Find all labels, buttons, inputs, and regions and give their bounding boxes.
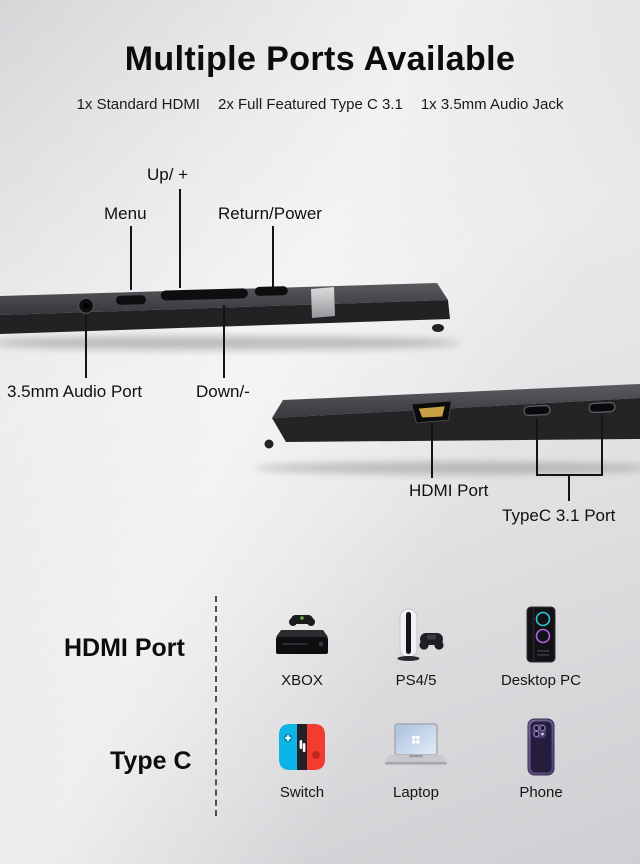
typec-stem-line bbox=[568, 474, 570, 501]
hdmi-port-label: HDMI Port bbox=[409, 481, 489, 500]
menu-label: Menu bbox=[104, 204, 147, 223]
monitor-port-edge-photo bbox=[255, 384, 640, 474]
audio-callout-line bbox=[85, 315, 87, 378]
up-label: Up/ + bbox=[147, 165, 189, 184]
return-power-button bbox=[254, 286, 288, 296]
device-top-face bbox=[0, 283, 448, 315]
row2-divider bbox=[215, 708, 217, 816]
xbox-label: XBOX bbox=[281, 672, 323, 689]
audio-jack-hole bbox=[83, 302, 90, 309]
playstation-label: PS4/5 bbox=[395, 672, 437, 689]
playstation-icon bbox=[397, 608, 444, 661]
typec2-callout-line bbox=[601, 414, 603, 475]
menu-button bbox=[115, 295, 146, 305]
edge-controls bbox=[78, 286, 288, 314]
summary-typec: 2x Full Featured Type C 3.1 bbox=[217, 96, 403, 113]
monitor-top-edge-photo bbox=[0, 283, 460, 350]
laptop-label: Laptop bbox=[393, 784, 439, 801]
phone-cell: Phone bbox=[485, 718, 597, 801]
desktop-pc-label: Desktop PC bbox=[500, 672, 582, 689]
hdmi-port bbox=[410, 400, 452, 424]
xbox-console-icon bbox=[276, 615, 328, 654]
hdmi-callout-line bbox=[431, 422, 433, 478]
summary-audio: 1x 3.5mm Audio Jack bbox=[420, 96, 564, 113]
down-callout-line bbox=[223, 305, 225, 378]
return-power-label: Return/Power bbox=[218, 204, 322, 223]
audio-port-label: 3.5mm Audio Port bbox=[7, 382, 143, 401]
down-label: Down/- bbox=[196, 382, 250, 401]
kickstand-hinge bbox=[311, 287, 335, 318]
typec-port-2 bbox=[588, 401, 616, 414]
desktop-tower-icon bbox=[526, 606, 556, 663]
laptop-icon bbox=[385, 723, 447, 765]
typec-row-label: Type C bbox=[110, 747, 192, 775]
device-front-face bbox=[0, 300, 450, 334]
summary-hdmi: 1x Standard HDMI bbox=[76, 96, 200, 113]
updown-rocker-button bbox=[160, 288, 248, 301]
device-top-face bbox=[272, 384, 640, 418]
typec-port-label: TypeC 3.1 Port bbox=[502, 506, 616, 525]
playstation-cell: PS4/5 bbox=[360, 606, 472, 689]
device-shadow bbox=[0, 336, 460, 350]
corner-foot bbox=[264, 439, 274, 449]
ports-summary: 1x Standard HDMI 2x Full Featured Type C… bbox=[0, 96, 640, 113]
desktop-pc-cell: Desktop PC bbox=[485, 606, 597, 689]
menu-callout-line bbox=[130, 226, 132, 290]
switch-cell: Switch bbox=[246, 718, 358, 801]
phone-label: Phone bbox=[519, 784, 563, 801]
typec1-callout-line bbox=[536, 418, 538, 475]
device-shadow bbox=[255, 462, 640, 474]
page-title: Multiple Ports Available bbox=[124, 40, 516, 78]
nintendo-switch-icon bbox=[279, 724, 325, 770]
smartphone-icon bbox=[527, 718, 555, 776]
up-callout-line bbox=[179, 189, 181, 288]
laptop-cell: Laptop bbox=[360, 718, 472, 801]
typec-port-1 bbox=[523, 404, 551, 417]
xbox-cell: XBOX bbox=[246, 606, 358, 689]
corner-foot bbox=[432, 324, 444, 332]
return-callout-line bbox=[272, 226, 274, 290]
switch-label: Switch bbox=[279, 784, 325, 801]
hdmi-row-label: HDMI Port bbox=[64, 634, 185, 662]
row1-divider bbox=[215, 596, 217, 702]
